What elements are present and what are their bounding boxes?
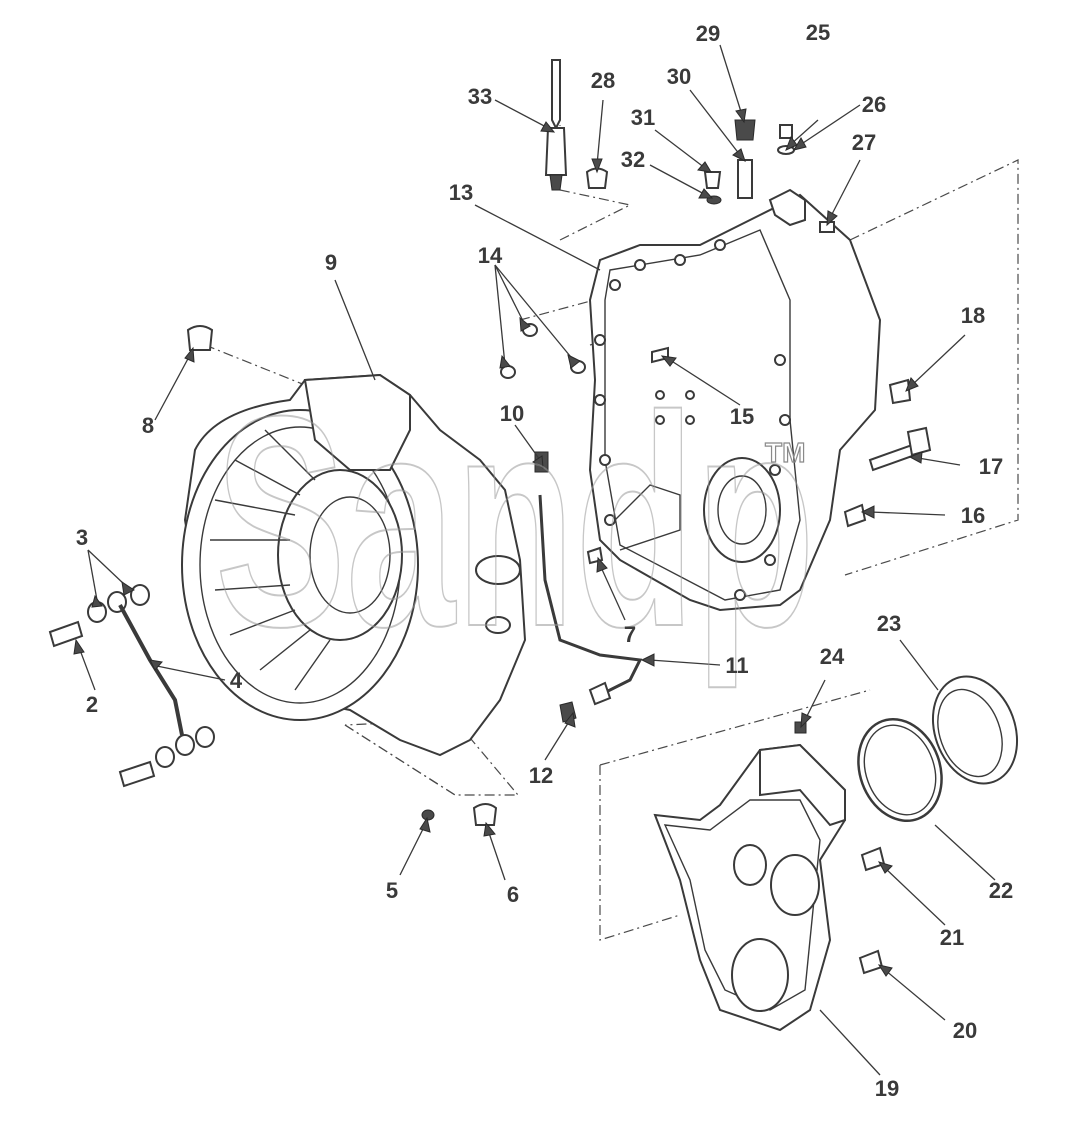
rear-cover [653,743,846,1032]
callout-20: 20 [953,1018,977,1043]
callout-2: 2 [86,692,98,717]
callout-12: 12 [529,763,553,788]
watermark-trademark: TM [765,437,805,468]
callout-13: 13 [449,180,473,205]
callout-labels: 2 3 4 5 6 7 8 9 10 11 12 13 14 15 16 17 … [76,20,1013,1101]
callout-18: 18 [961,303,985,328]
callout-16: 16 [961,503,985,528]
callout-33: 33 [468,84,492,109]
callout-31: 31 [631,105,655,130]
callout-3: 3 [76,525,88,550]
callout-6: 6 [507,882,519,907]
callout-11: 11 [725,653,748,678]
callout-30: 30 [667,64,691,89]
callout-19: 19 [875,1076,899,1101]
callout-27: 27 [852,130,876,155]
housing-ribs [210,429,331,691]
callout-23: 23 [877,611,901,636]
callout-17: 17 [979,454,1003,479]
callout-29: 29 [696,21,720,46]
callout-9: 9 [325,250,337,275]
callout-5: 5 [386,878,398,903]
callout-21: 21 [940,925,964,950]
seal-ring [857,718,943,822]
callout-15: 15 [730,404,754,429]
callout-24: 24 [820,644,845,669]
callout-10: 10 [500,401,524,426]
callout-26: 26 [862,92,886,117]
callout-4: 4 [230,668,243,693]
callout-8: 8 [142,413,154,438]
case-bolt-holes [594,239,791,601]
end-cover [931,675,1019,785]
callout-14: 14 [478,243,503,268]
small-parts [48,59,932,975]
callout-22: 22 [989,878,1013,903]
callout-7: 7 [624,622,636,647]
watermark-text: Sandp [215,353,815,691]
watermark: Sandp TM [214,352,816,692]
callout-32: 32 [621,147,645,172]
callout-25: 25 [806,20,830,45]
callout-28: 28 [591,68,615,93]
leader-lines [73,44,996,1076]
bell-housing [181,373,527,757]
